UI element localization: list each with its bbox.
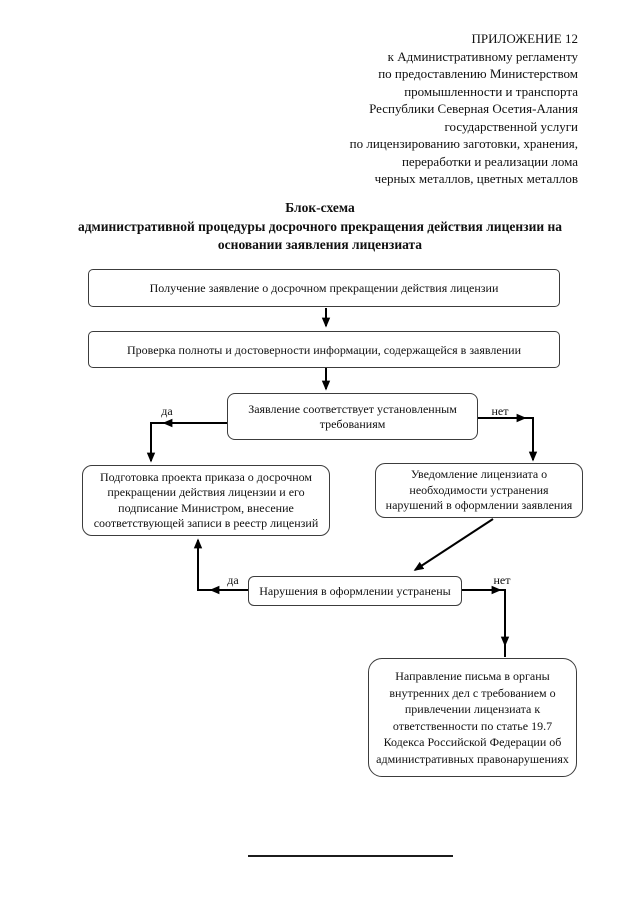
title-line: административной процедуры досрочного пр… <box>77 218 563 234</box>
header-line: переработки и реализации лома <box>401 153 578 169</box>
box-text-line: административных правонарушениях <box>376 751 569 766</box>
box-text-line: прекращении действия лицензии и его <box>107 485 305 499</box>
header-line: черных металлов, цветных металлов <box>374 171 578 186</box>
box-text-line: соответствующей записи в реестр лицензий <box>93 516 319 530</box>
flow-box-notify-licensee: Уведомление лицензиата о необходимости у… <box>375 463 583 518</box>
flow-box-receive-application: Получение заявление о досрочном прекраще… <box>88 269 560 307</box>
title-line: Блок-схема <box>285 200 355 215</box>
box-text-line: требованиям <box>319 416 386 431</box>
header-line: государственной услуги <box>444 118 578 134</box>
branch-label-decision-no: нет <box>491 404 509 418</box>
branch-label-fixed-no: нет <box>493 573 511 587</box>
arrow-decision-no <box>478 417 538 462</box>
box-text-line: Нарушения в оформлении устранены <box>259 584 451 598</box>
box-text-line: нарушений в оформлении заявления <box>385 498 573 513</box>
branch-label-fixed-yes: да <box>227 573 239 587</box>
header-line: ПРИЛОЖЕНИЕ 12 <box>471 31 578 46</box>
header-line: по предоставлению Министерством <box>378 66 578 81</box>
branch-label-decision-yes: да <box>161 404 173 418</box>
box-text-line: подписание Министром, внесение <box>118 500 294 515</box>
box-text-line: Уведомление лицензиата о <box>410 467 548 482</box>
arrow-fixed-no <box>462 589 506 657</box>
flow-box-prepare-order: Подготовка проекта приказа о досрочном п… <box>82 465 330 536</box>
box-text-line: Заявление соответствует установленным <box>248 401 457 416</box>
page-title: Блок-схема административной процедуры до… <box>0 199 640 255</box>
box-text-line: ответственности по статье 19.7 <box>392 718 553 733</box>
box-text-line: Получение заявление о досрочном прекраще… <box>149 281 499 295</box>
box-text-line: Направление письма в органы <box>395 669 550 683</box>
header-line: к Административному регламенту <box>387 48 578 64</box>
box-text-line: привлечении лицензиата к <box>404 702 541 716</box>
box-text-line: Подготовка проекта приказа о досрочном <box>99 469 313 484</box>
flow-box-check-information: Проверка полноты и достоверности информа… <box>88 331 560 368</box>
flow-box-violations-fixed: Нарушения в оформлении устранены <box>248 576 462 606</box>
arrow-decision-yes <box>146 422 227 463</box>
title-line: основании заявления лицензиата <box>217 237 423 252</box>
arrow-notify-to-fixed <box>413 518 494 571</box>
box-text-line: необходимости устранения <box>409 482 549 497</box>
header-line: по лицензированию заготовки, хранения, <box>349 136 578 151</box>
box-text-line: внутренних дел с требованием о <box>389 685 556 700</box>
box-text-line: Кодекса Российской Федерации об <box>383 735 562 749</box>
appendix-header: ПРИЛОЖЕНИЕ 12 к Административному реглам… <box>198 30 578 188</box>
flow-box-send-letter: Направление письма в органы внутренних д… <box>368 658 577 777</box>
footer-divider <box>248 855 453 857</box>
box-text-line: Проверка полноты и достоверности информа… <box>126 342 521 357</box>
header-line: Республики Северная Осетия-Алания <box>369 101 578 116</box>
header-line: промышленности и транспорта <box>404 83 578 99</box>
flow-box-decision-requirements: Заявление соответствует установленным тр… <box>227 393 478 440</box>
